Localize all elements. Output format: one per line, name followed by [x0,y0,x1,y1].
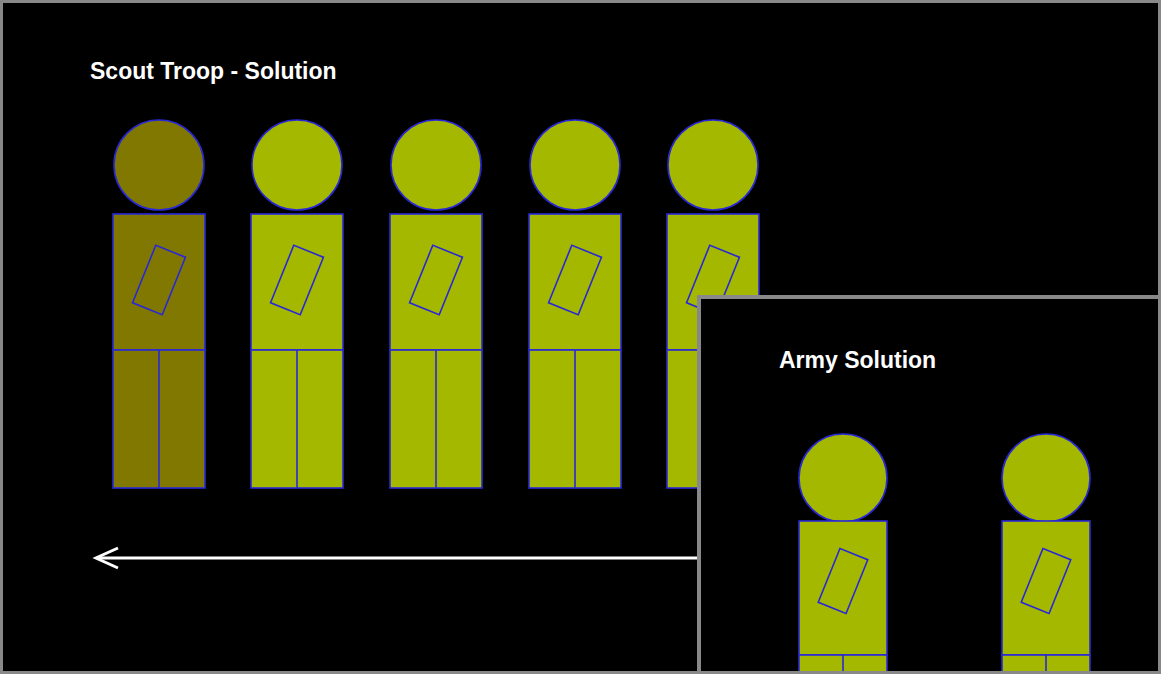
direction-arrow [98,557,720,560]
scout-figure [390,120,482,488]
scout-figure [529,120,621,488]
arrow-head [96,548,118,568]
panel-heading: Army Solution [779,347,936,375]
army-figure [799,434,887,674]
army-figure [1002,434,1090,674]
inset-panel: Army Solution [697,295,1161,674]
scout-figure [251,120,343,488]
leader-scout [113,120,205,488]
panel-heading: Scout Troop - Solution [90,58,337,86]
